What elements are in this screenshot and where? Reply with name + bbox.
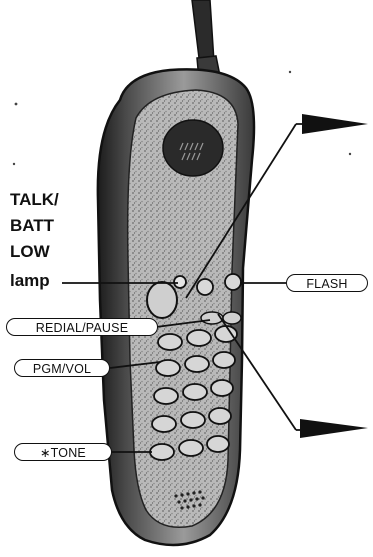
key <box>150 444 174 460</box>
flash-button <box>225 274 241 290</box>
earpiece <box>163 120 223 176</box>
pgm-vol-callout: PGM/VOL <box>14 359 110 377</box>
key <box>158 334 182 350</box>
talk-batt-low-label-line3: LOW <box>10 240 50 264</box>
arrow-lower <box>300 419 368 438</box>
key <box>152 416 176 432</box>
top-center-button <box>197 279 213 295</box>
talk-batt-low-label-line2: BATT <box>10 214 54 238</box>
key <box>183 384 207 400</box>
batt-low-lamp <box>174 276 186 288</box>
redial-pause-callout: REDIAL/PAUSE <box>6 318 158 336</box>
key <box>207 436 229 452</box>
key <box>215 326 237 342</box>
key <box>179 440 203 456</box>
key <box>181 412 205 428</box>
key <box>154 388 178 404</box>
talk-batt-low-label-line1: TALK/ <box>10 188 59 212</box>
key <box>211 380 233 396</box>
key <box>209 408 231 424</box>
tone-callout: ∗TONE <box>14 443 112 461</box>
talk-batt-low-label-line4: lamp <box>10 269 50 293</box>
key <box>213 352 235 368</box>
flash-callout: FLASH <box>286 274 368 292</box>
key <box>187 330 211 346</box>
key <box>185 356 209 372</box>
arrow-upper <box>302 114 368 134</box>
talk-button <box>147 282 177 318</box>
